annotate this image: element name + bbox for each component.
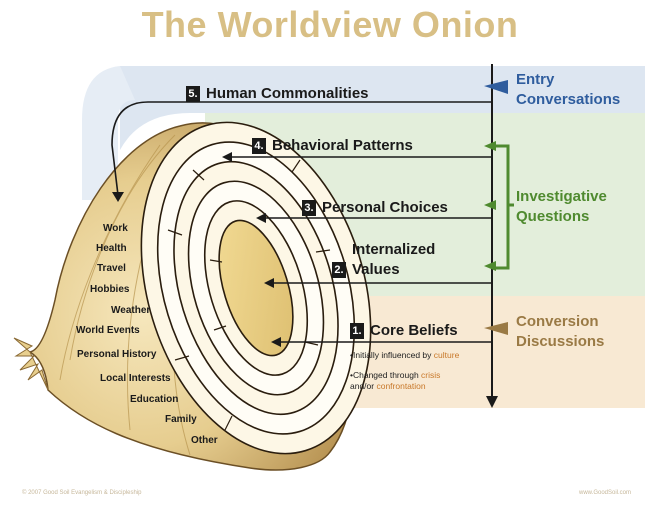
footer-copyright: © 2007 Good Soil Evangelism & Disciplesh… (22, 490, 142, 496)
entry-band-tail (82, 66, 135, 200)
core-note-3-highlight: confrontation (376, 381, 426, 391)
investigative-bracket (484, 141, 514, 271)
layer-2-text-line2: Values (352, 261, 400, 278)
core-note-1-highlight: culture (433, 350, 460, 360)
investigative-line2: Questions (516, 208, 590, 225)
layer-5-number: 5. (186, 86, 200, 102)
layer-5-text: Human Commonalities (206, 85, 369, 102)
topic-other: Other (191, 435, 218, 446)
investigative-questions-label: Investigative Questions (516, 187, 607, 227)
layer-3-text: Personal Choices (322, 199, 448, 216)
conversion-line1: Conversion (516, 313, 599, 330)
onion-root (13, 337, 49, 391)
conversion-discussions-label: Conversion Discussions (516, 312, 604, 352)
conversion-line2: Discussions (516, 333, 605, 350)
layer-3-number: 3. (302, 200, 316, 216)
topic-travel: Travel (97, 263, 126, 274)
core-note-2-highlight: crisis (421, 370, 441, 380)
topic-local-interests: Local Interests (100, 373, 171, 384)
layer-2-label-line1: Internalized (352, 240, 435, 259)
topic-weather: Weather (111, 305, 151, 316)
layer-3-label: 3. Personal Choices (302, 198, 448, 217)
topic-health: Health (96, 243, 127, 254)
layer-1-label: 1. Core Beliefs (350, 321, 458, 340)
investigative-line1: Investigative (516, 188, 607, 205)
topic-personal-history: Personal History (77, 349, 157, 360)
conversion-marker (484, 322, 508, 335)
layer-5-label: 5. Human Commonalities (186, 84, 369, 103)
topic-world-events: World Events (76, 325, 140, 336)
entry-marker (484, 80, 508, 94)
topic-education: Education (130, 394, 179, 405)
core-note-2: •Changed through crisis and/or confronta… (350, 370, 440, 392)
layer-4-number: 4. (252, 138, 266, 154)
layer-1-number: 1. (350, 323, 364, 339)
layer-2-text-line1: Internalized (352, 241, 436, 258)
core-note-2-prefix: •Changed through (350, 370, 422, 380)
layer-2-number: 2. (332, 262, 346, 278)
core-note-1: •Initially influenced by culture (350, 350, 459, 361)
entry-conversations-label: Entry Conversations (516, 70, 620, 110)
entry-band (120, 66, 645, 150)
layer-2-label-line2: Values (352, 260, 400, 279)
layer-1-text: Core Beliefs (370, 322, 458, 339)
conversion-band (330, 296, 645, 408)
topic-hobbies: Hobbies (90, 284, 130, 295)
core-note-1-prefix: •Initially influenced by (350, 350, 434, 360)
diagram-title: The Worldview Onion (141, 4, 519, 45)
layer-4-text: Behavioral Patterns (272, 137, 413, 154)
layer-4-label: 4. Behavioral Patterns (252, 136, 413, 155)
entry-line2: Conversations (516, 91, 621, 108)
pointer-arrows (111, 101, 492, 347)
entry-line1: Entry (516, 71, 555, 88)
topic-work: Work (103, 223, 128, 234)
core-note-3-prefix: and/or (350, 381, 377, 391)
footer-website: www.GoodSoil.com (579, 490, 632, 496)
topic-family: Family (165, 414, 197, 425)
